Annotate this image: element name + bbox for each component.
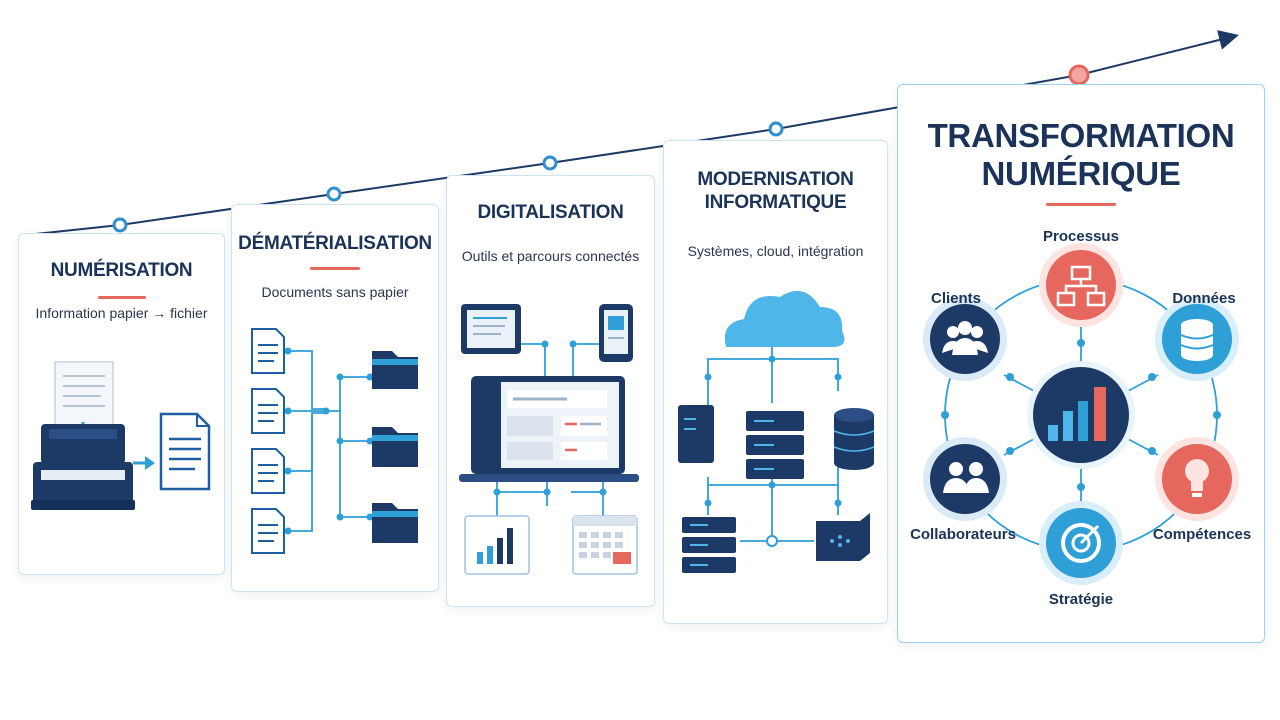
milestone-marker xyxy=(542,155,558,171)
documents-to-folders-illustration xyxy=(251,328,418,554)
cloud-infrastructure-illustration xyxy=(678,290,875,573)
transformation-hub-diagram xyxy=(923,243,1239,585)
stage-title-line1: TRANSFORMATION xyxy=(927,117,1235,154)
stage-card-numerisation: NUMÉRISATION Information papier → fichie… xyxy=(18,233,225,575)
stage-subtitle: Systèmes, cloud, intégration xyxy=(687,243,864,259)
stage-card-modernisation: MODERNISATION INFORMATIQUE Systèmes, clo… xyxy=(663,140,888,624)
server-rack-icon xyxy=(746,411,804,479)
target-icon xyxy=(1039,501,1123,585)
title-underline xyxy=(310,267,360,270)
stage-title-line2: INFORMATIQUE xyxy=(704,192,847,213)
network-box-icon xyxy=(816,513,870,561)
database-icon xyxy=(833,408,875,470)
hub-label-strategie: Stratégie xyxy=(1048,591,1114,608)
cloud-icon xyxy=(724,290,845,347)
milestone-marker xyxy=(112,217,128,233)
lightbulb-icon xyxy=(1155,437,1239,521)
hub-label-collaborateurs: Collaborateurs xyxy=(910,526,1016,543)
stage-card-transformation: TRANSFORMATION NUMÉRIQUE xyxy=(897,84,1265,643)
server-icon xyxy=(678,405,714,463)
stage-title: DIGITALISATION xyxy=(477,202,624,223)
hub-label-clients: Clients xyxy=(930,290,981,307)
stage-card-dematerialisation: DÉMATÉRIALISATION Documents sans papier xyxy=(231,204,439,592)
title-underline xyxy=(1046,203,1116,206)
scanner-illustration xyxy=(31,361,211,510)
stage-title-line2: NUMÉRIQUE xyxy=(981,155,1181,192)
hub-label-competences: Compétences xyxy=(1152,526,1252,543)
team-icon xyxy=(923,437,1007,521)
title-underline xyxy=(98,296,146,299)
stage-title: DÉMATÉRIALISATION xyxy=(238,233,432,254)
stage-title-line1: MODERNISATION xyxy=(697,169,854,190)
milestone-marker xyxy=(326,186,342,202)
stage-title: NUMÉRISATION xyxy=(50,260,193,281)
bar-chart-icon xyxy=(1027,361,1135,469)
hub-label-donnees: Données xyxy=(1172,290,1236,307)
users-icon xyxy=(923,297,1007,381)
database-icon xyxy=(1155,297,1239,381)
flowchart-icon xyxy=(1039,243,1123,327)
stage-subtitle: Documents sans papier xyxy=(261,284,409,300)
milestone-marker xyxy=(768,121,784,137)
connected-tools-illustration xyxy=(459,304,639,575)
server-rack-icon xyxy=(682,517,736,573)
stage-subtitle: Information papier → fichier xyxy=(35,305,208,321)
stage-subtitle: Outils et parcours connectés xyxy=(461,248,640,264)
stage-card-digitalisation: DIGITALISATION Outils et parcours connec… xyxy=(446,175,655,607)
hub-label-processus: Processus xyxy=(1043,228,1119,245)
milestone-marker-final xyxy=(1068,64,1090,86)
